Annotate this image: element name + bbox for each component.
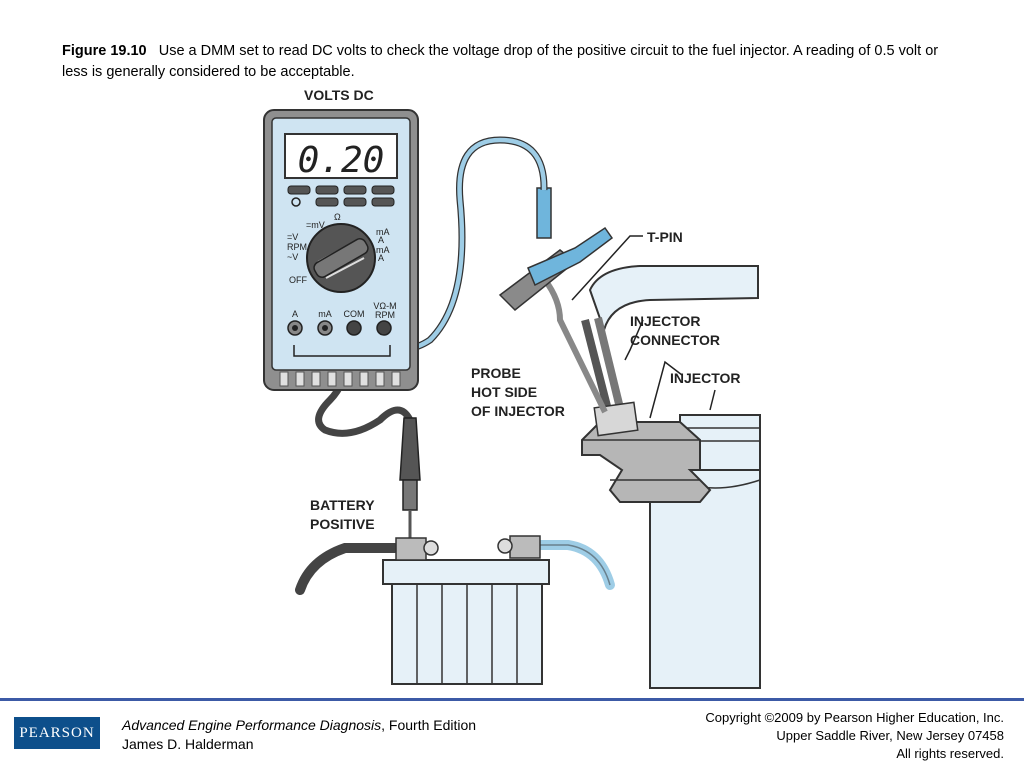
callout-leaders: [571, 235, 716, 419]
copyright-notice: Copyright ©2009 by Pearson Higher Educat…: [705, 709, 1004, 763]
label-probe-1: PROBE: [471, 365, 521, 381]
jack-label-vohm: VΩ-M: [373, 301, 396, 311]
alligator-clip: [498, 187, 614, 312]
jack-label-com: COM: [344, 309, 365, 319]
label-t-pin: T-PIN: [647, 229, 683, 245]
jack-label-a: A: [292, 309, 298, 319]
figure-caption-text: Use a DMM set to read DC volts to check …: [62, 43, 939, 80]
dial-label-a-dc: A: [378, 235, 384, 245]
label-volts-dc: VOLTS DC: [304, 87, 374, 103]
label-probe-2: HOT SIDE: [471, 384, 537, 400]
input-jacks: [287, 320, 392, 336]
figure-label: Figure 19.10: [62, 43, 147, 59]
injector-assembly: [542, 265, 761, 689]
dial-label-v: =V: [287, 232, 298, 242]
label-injector: INJECTOR: [670, 370, 741, 386]
dial-label-off: OFF: [289, 275, 307, 285]
dmm-injector-diagram: 0.20 =mV Ω =V RPM ~V OFF mA A mA A: [263, 87, 761, 689]
copyright-line-2: Upper Saddle River, New Jersey 07458: [776, 728, 1004, 743]
label-injector-connector-1: INJECTOR: [630, 313, 701, 329]
dial-label-ma-dc: mA: [376, 227, 390, 237]
book-edition: , Fourth Edition: [381, 717, 477, 733]
black-probe: [399, 417, 421, 540]
figure-caption: Figure 19.10 Use a DMM set to read DC vo…: [62, 41, 962, 83]
digital-multimeter: 0.20 =mV Ω =V RPM ~V OFF mA A mA A: [263, 109, 419, 391]
battery: [295, 535, 615, 685]
copyright-line-1: Copyright ©2009 by Pearson Higher Educat…: [705, 710, 1004, 725]
dial-label-rpm: RPM: [287, 242, 307, 252]
label-injector-connector-2: CONNECTOR: [630, 332, 720, 348]
label-battery-2: POSITIVE: [310, 516, 375, 532]
dial-label-ac-v: ~V: [287, 252, 298, 262]
jack-label-rpm: RPM: [375, 310, 395, 320]
label-probe-3: OF INJECTOR: [471, 403, 565, 419]
book-title: Advanced Engine Performance Diagnosis: [122, 717, 382, 733]
copyright-line-3: All rights reserved.: [896, 746, 1004, 761]
jack-label-ma: mA: [318, 309, 332, 319]
book-title-line: Advanced Engine Performance Diagnosis, F…: [122, 716, 476, 735]
footer-rule: [0, 698, 1024, 701]
dial-label-ohm: Ω: [334, 212, 341, 222]
book-info: Advanced Engine Performance Diagnosis, F…: [122, 716, 476, 754]
label-battery-1: BATTERY: [310, 497, 375, 513]
book-author: James D. Halderman: [122, 736, 254, 752]
dial-label-a-ac: A: [378, 253, 384, 263]
dial-label-mv: =mV: [306, 220, 325, 230]
dial-label-ma-ac: mA: [376, 245, 390, 255]
pearson-logo: PEARSON: [14, 717, 100, 749]
meter-display-value: 0.20: [298, 140, 385, 181]
